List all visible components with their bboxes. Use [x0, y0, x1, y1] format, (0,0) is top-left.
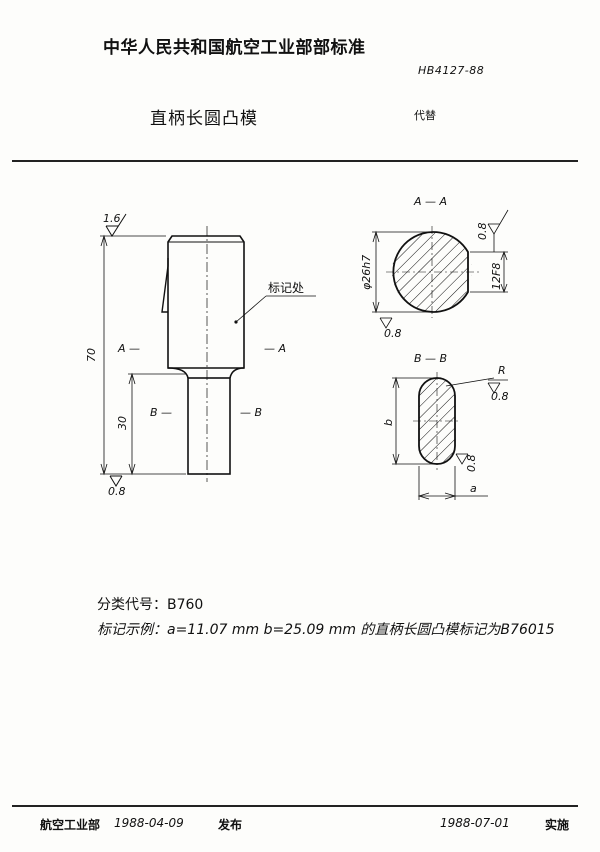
header-rule: [12, 160, 578, 162]
marking-leader: [235, 295, 316, 323]
footer-effective-word: 实施: [545, 818, 570, 832]
dimension-lines-main: [100, 234, 186, 476]
section-aa-dims: [372, 209, 509, 329]
issuing-authority: 中华人民共和国航空工业部部标准: [103, 38, 366, 58]
footer-issuer: 航空工业部: [40, 818, 101, 832]
roughness-aa-right: 0.8: [476, 223, 489, 241]
dim-total-length: 70: [85, 348, 98, 362]
footer-effective-date: 1988-07-01: [440, 816, 510, 830]
roughness-symbol-bottom: [109, 475, 123, 487]
section-a-left: A —: [117, 342, 140, 355]
roughness-symbol-top: [105, 213, 127, 237]
marking-example-note: 标记示例：a=11.07 mm b=25.09 mm 的直柄长圆凸模标记为B76…: [97, 622, 555, 638]
document-title: 直柄长圆凸模: [150, 109, 258, 129]
footer-issue-date: 1988-04-09: [114, 816, 184, 830]
roughness-bb-side: 0.8: [465, 455, 478, 473]
dim-b: b: [382, 419, 395, 426]
footer-rule: [12, 805, 578, 807]
dim-diameter: φ26h7: [360, 255, 373, 290]
roughness-bb-radius: 0.8: [491, 390, 509, 403]
roughness-bottom-value: 0.8: [108, 485, 126, 498]
section-bb-dims: [392, 376, 508, 500]
marking-point: [234, 320, 238, 324]
replaces-label: 代替: [414, 109, 436, 122]
section-b-left: B —: [150, 406, 172, 419]
radius-label: R: [498, 364, 506, 377]
roughness-aa-bottom: 0.8: [384, 327, 402, 340]
marking-label: 标记处: [268, 281, 304, 295]
footer-issue-word: 发布: [218, 818, 243, 832]
roughness-top-value: 1.6: [103, 212, 121, 225]
dim-flat: 12F8: [490, 263, 503, 290]
dim-shank-length: 30: [116, 416, 129, 430]
dim-a: a: [470, 482, 477, 495]
classification-note: 分类代号：B760: [97, 597, 204, 613]
section-aa: [386, 226, 482, 318]
section-bb: [413, 372, 461, 470]
section-aa-title: A — A: [413, 195, 447, 208]
punch-side-view: [161, 235, 245, 475]
section-a-right: — A: [264, 342, 286, 355]
standard-number: HB4127-88: [418, 64, 485, 77]
section-b-right: — B: [240, 406, 262, 419]
section-bb-title: B — B: [414, 352, 447, 365]
